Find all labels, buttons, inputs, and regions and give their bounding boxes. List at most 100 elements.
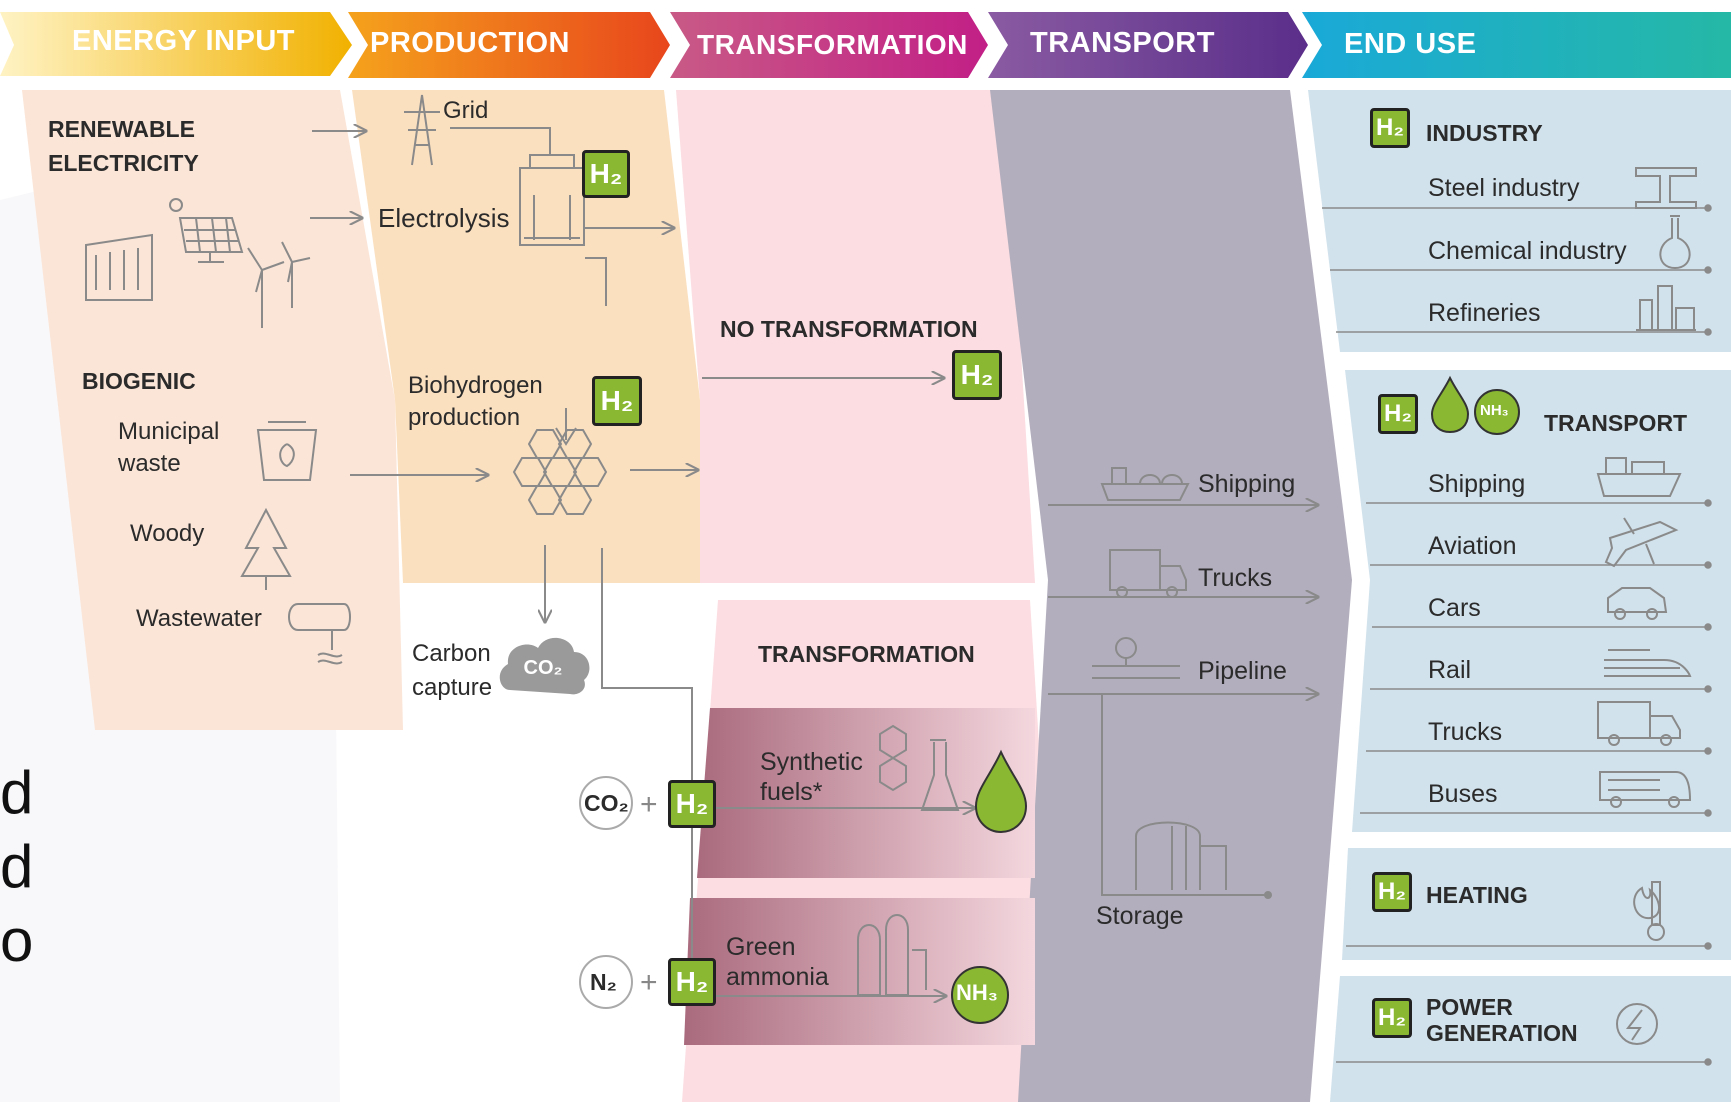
synthetic-fuels-label-line1: Synthetic [760, 748, 863, 776]
transport-nh3-icon [1474, 389, 1520, 435]
end-use-cars-label: Cars [1428, 594, 1481, 622]
power-bolt-icon [1616, 1003, 1658, 1045]
h2-badge-industry: H₂ [1370, 108, 1410, 148]
municipal-waste-label-line1: Municipal [118, 418, 220, 445]
chemical-industry-label: Chemical industry [1428, 237, 1627, 265]
pylon-icon [404, 94, 440, 166]
side-fragment-1: d [0, 759, 34, 826]
heating-panel [1342, 848, 1731, 960]
carbon-capture-label-line2: capture [412, 674, 493, 701]
transport-fuel-drop-icon [1430, 375, 1470, 434]
wastewater-label: Wastewater [136, 605, 262, 632]
airplane-icon [1604, 517, 1679, 568]
h2-badge-biohydrogen: H₂ [592, 376, 642, 426]
power-generation-title-line2: GENERATION [1426, 1020, 1578, 1046]
end-use-aviation-label: Aviation [1428, 532, 1517, 560]
ship-icon [1100, 467, 1190, 501]
transport-trucks-label: Trucks [1198, 564, 1273, 592]
co2-molecule-icon [579, 776, 633, 830]
waste-bin-icon [256, 421, 318, 481]
transformation-label: TRANSFORMATION [758, 641, 975, 667]
nh3-circle-icon [951, 966, 1009, 1024]
green-ammonia-label-line2: ammonia [726, 963, 829, 991]
carbon-capture-label-line1: Carbon [412, 640, 491, 667]
green-ammonia-label-line1: Green [726, 933, 796, 961]
no-transformation-label: NO TRANSFORMATION [720, 316, 978, 342]
bus-icon [1599, 771, 1692, 801]
n2-molecule-label: N₂ [590, 969, 617, 995]
grid-label: Grid [443, 97, 489, 124]
municipal-waste-label-line2: waste [118, 450, 181, 477]
synthetic-fuels-band [697, 708, 1035, 878]
renewable-electricity-label-line2: ELECTRICITY [48, 150, 199, 176]
power-generation-panel [1330, 976, 1731, 1102]
h2-badge-transport: H₂ [1378, 394, 1418, 434]
side-fragment-2: d [0, 833, 34, 900]
end-use-rail-label: Rail [1428, 656, 1472, 684]
industry-title: INDUSTRY [1426, 120, 1543, 146]
refineries-label: Refineries [1428, 299, 1541, 327]
n2-molecule-icon [579, 955, 633, 1009]
biohydrogen-label-line1: Biohydrogen [408, 372, 543, 399]
renewable-electricity-label-line1: RENEWABLE [48, 116, 195, 142]
transport-pipeline-label: Pipeline [1198, 657, 1287, 685]
side-fragment-3: o [0, 907, 34, 974]
h2-badge-heating: H₂ [1372, 872, 1412, 912]
truck-wheel-icon [1116, 586, 1128, 598]
header-transport-label: TRANSPORT [1030, 27, 1215, 59]
end-use-shipping-label: Shipping [1428, 470, 1526, 498]
pipeline-icon [1092, 658, 1180, 679]
plus-sign-1: + [640, 788, 658, 821]
energy-input-panel [22, 90, 403, 730]
transport-shipping-label: Shipping [1198, 470, 1296, 498]
header-production [348, 12, 670, 78]
electrolysis-label: Electrolysis [378, 203, 510, 233]
transport-storage-label: Storage [1096, 902, 1184, 930]
h2-badge-green-ammonia: H₂ [668, 958, 716, 1006]
h2-badge-electrolysis: H₂ [582, 150, 630, 198]
h2-badge-power-generation: H₂ [1372, 998, 1412, 1038]
header-end-use [1302, 12, 1731, 78]
h2-badge-no-transformation: H₂ [952, 350, 1002, 400]
co2-molecule-label: CO₂ [584, 790, 629, 816]
power-generation-title-line1: POWER [1426, 994, 1513, 1020]
hydro-dam-icon [85, 233, 153, 301]
line-electrolysis-down [585, 257, 607, 306]
solar-panel-icon [178, 217, 244, 263]
end-use-buses-label: Buses [1428, 780, 1498, 808]
honeycomb-icon [512, 429, 608, 515]
biogenic-label: BIOGENIC [82, 368, 196, 394]
woody-label: Woody [130, 520, 205, 547]
green-ammonia-band [684, 898, 1035, 1045]
industry-panel [1308, 90, 1731, 352]
header-transformation-label: TRANSFORMATION [697, 29, 968, 60]
line-storage [1101, 694, 1268, 896]
line-grid-to-electrolyser [450, 127, 551, 155]
synthetic-fuel-drop-icon [974, 749, 1028, 834]
end-use-transport-title: TRANSPORT [1544, 410, 1688, 436]
cargo-ship-icon [1596, 457, 1682, 497]
chemical-flask-icon [1659, 215, 1691, 270]
train-icon [1604, 649, 1692, 677]
end-use-trucks-label: Trucks [1428, 718, 1503, 746]
wastewater-pipe-icon [288, 603, 351, 665]
header-energy-input-label: ENERGY INPUT [72, 25, 296, 57]
heating-title: HEATING [1426, 882, 1528, 908]
header-end-use-label: END USE [1344, 28, 1477, 60]
synthetic-fuels-label-line2: fuels* [760, 778, 823, 806]
header-transformation [670, 12, 988, 78]
nh3-label-transport: NH₃ [1480, 402, 1509, 419]
wind-turbine-icon [247, 241, 311, 328]
flask-icon [879, 724, 960, 811]
down-arrow-icon [555, 408, 577, 446]
no-transformation-panel [676, 90, 1035, 583]
header-transport [988, 12, 1308, 78]
ammonia-tank-icon [857, 914, 927, 996]
plus-sign-2: + [640, 966, 658, 999]
tree-icon [240, 507, 292, 590]
storage-line-end [1264, 891, 1272, 899]
co2-cloud-label: CO₂ [524, 657, 563, 679]
line-h2-to-transformation [601, 548, 693, 1000]
